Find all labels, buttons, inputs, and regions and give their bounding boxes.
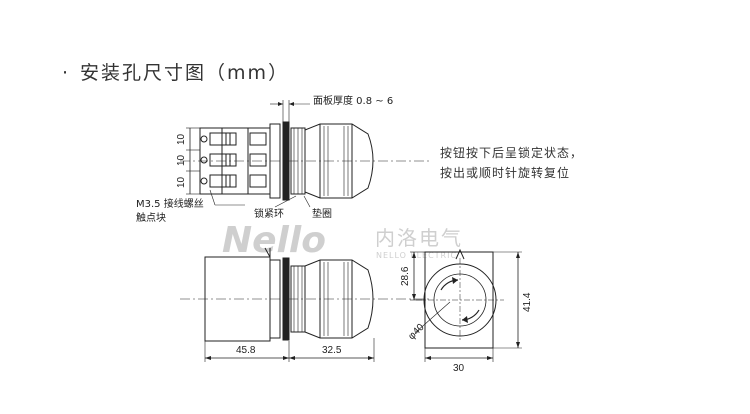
page-title: · 安装孔尺寸图（mm） (62, 58, 289, 85)
head-length-dim: 32.5 (322, 345, 342, 356)
pitch-dim-2: 10 (176, 154, 187, 166)
screw-label: M3.5 接线螺丝 (136, 197, 204, 210)
total-height-dim: 41.4 (522, 292, 533, 312)
title-text: 安装孔尺寸图（mm） (80, 62, 290, 84)
watermark-en: NELLO ELECTRIC (376, 251, 457, 260)
lock-ring-label: 锁紧环 (254, 207, 284, 220)
note-line-2: 按出或顺时针旋转复位 (440, 166, 571, 180)
pitch-dim-3: 10 (176, 176, 187, 188)
mushroom-head (304, 123, 374, 199)
washer-label: 垫圈 (312, 207, 332, 220)
front-plate (424, 251, 494, 349)
width-dim: 30 (453, 363, 465, 374)
watermark: Nello 内洛电气 NELLO ELECTRIC (222, 220, 463, 261)
front-view (410, 248, 522, 362)
diameter-dim: φ40 (406, 322, 427, 343)
top-view (180, 100, 430, 208)
watermark-cn: 内洛电气 (375, 226, 463, 250)
pitch-dim-1: 10 (176, 133, 187, 145)
contact-label: 触点块 (136, 211, 166, 224)
note-line-1: 按钮按下后呈锁定状态， (440, 146, 584, 160)
terminal-rows (200, 132, 267, 188)
watermark-brand: Nello (222, 220, 326, 261)
drawing-labels: 面板厚度 0.8 ~ 6 M3.5 接线螺丝 触点块 锁紧环 垫圈 10 10 … (136, 94, 533, 374)
lock-note: 按钮按下后呈锁定状态， 按出或顺时针旋转复位 (440, 143, 583, 183)
title-bullet: · (62, 62, 71, 84)
side-view (180, 247, 430, 362)
half-height-dim: 28.6 (400, 266, 411, 286)
panel-thickness-label: 面板厚度 0.8 ~ 6 (313, 94, 393, 107)
body-length-dim: 45.8 (236, 345, 256, 356)
